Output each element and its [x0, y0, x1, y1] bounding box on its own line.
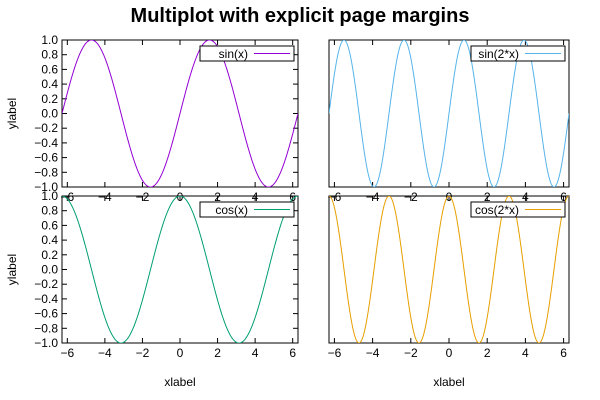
chart-panel-4: −6 −4 −2 0 2 4 6 xlabel cos(2*x) [328, 195, 570, 389]
x-axis-label: xlabel [164, 375, 195, 389]
x-tick-label: −6 [60, 346, 74, 360]
x-tick-label: 2 [484, 346, 491, 360]
y-tick-label: 0.0 [41, 107, 58, 121]
y-tick-label: −0.4 [34, 136, 58, 150]
legend-label: cos(x) [215, 203, 248, 217]
y-tick-label: −1.0 [34, 180, 58, 194]
legend-label: sin(x) [219, 47, 248, 61]
x-tick-label: 4 [522, 346, 529, 360]
y-tick-label: 0.2 [41, 92, 58, 106]
y-tick-label: 0.6 [41, 218, 58, 232]
y-tick-label: 0.0 [41, 263, 58, 277]
x-axis-label: xlabel [433, 375, 464, 389]
x-tick-label: 0 [177, 346, 184, 360]
figure-title: Multiplot with explicit page margins [131, 5, 470, 27]
y-tick-label: 0.2 [41, 248, 58, 262]
y-tick-label: −0.6 [34, 307, 58, 321]
y-tick-label: −1.0 [34, 336, 58, 350]
legend-box [199, 45, 295, 62]
x-tick-label: −6 [328, 346, 342, 360]
y-tick-label: −0.6 [34, 151, 58, 165]
panels: −6−4−20246−1.0−0.8−0.6−0.4−0.20.00.20.40… [5, 33, 570, 389]
x-tick-label: −2 [136, 346, 150, 360]
y-tick-label: 0.8 [41, 204, 58, 218]
x-tick-label: −4 [366, 346, 380, 360]
legend-box [199, 201, 295, 218]
y-tick-label: 0.4 [41, 233, 58, 247]
legend-label: sin(2*x) [478, 47, 519, 61]
y-tick-label: −0.4 [34, 292, 58, 306]
plot-frame [61, 195, 299, 344]
x-tick-label: 6 [289, 346, 296, 360]
y-tick-label: 0.4 [41, 77, 58, 91]
x-tick-label: 4 [252, 346, 259, 360]
legend-box [470, 45, 566, 62]
y-tick-label: 0.6 [41, 62, 58, 76]
x-tick-label: −4 [98, 346, 112, 360]
chart-panel-1: −6−4−20246−1.0−0.8−0.6−0.4−0.20.00.20.40… [5, 33, 299, 204]
x-tick-label: 6 [560, 346, 567, 360]
y-tick-label: 0.8 [41, 48, 58, 62]
legend-label: cos(2*x) [475, 203, 519, 217]
y-tick-label: −0.2 [34, 121, 58, 135]
chart-panel-2: −6−4−20246sin(2*x) [328, 39, 570, 204]
y-tick-label: 1.0 [41, 189, 58, 203]
y-tick-label: −0.2 [34, 277, 58, 291]
series-line [329, 196, 569, 343]
y-tick-label: −0.8 [34, 321, 58, 335]
y-tick-label: −0.8 [34, 165, 58, 179]
legend-box [470, 201, 566, 218]
series-line [62, 40, 298, 187]
y-tick-label: 1.0 [41, 33, 58, 47]
y-axis-label: ylabel [5, 254, 19, 285]
x-tick-label: −2 [404, 346, 418, 360]
y-axis-label: ylabel [5, 98, 19, 129]
series-line [62, 196, 298, 343]
plot-frame [328, 195, 570, 344]
x-tick-label: 2 [214, 346, 221, 360]
x-tick-label: 0 [446, 346, 453, 360]
series-line [329, 40, 569, 187]
